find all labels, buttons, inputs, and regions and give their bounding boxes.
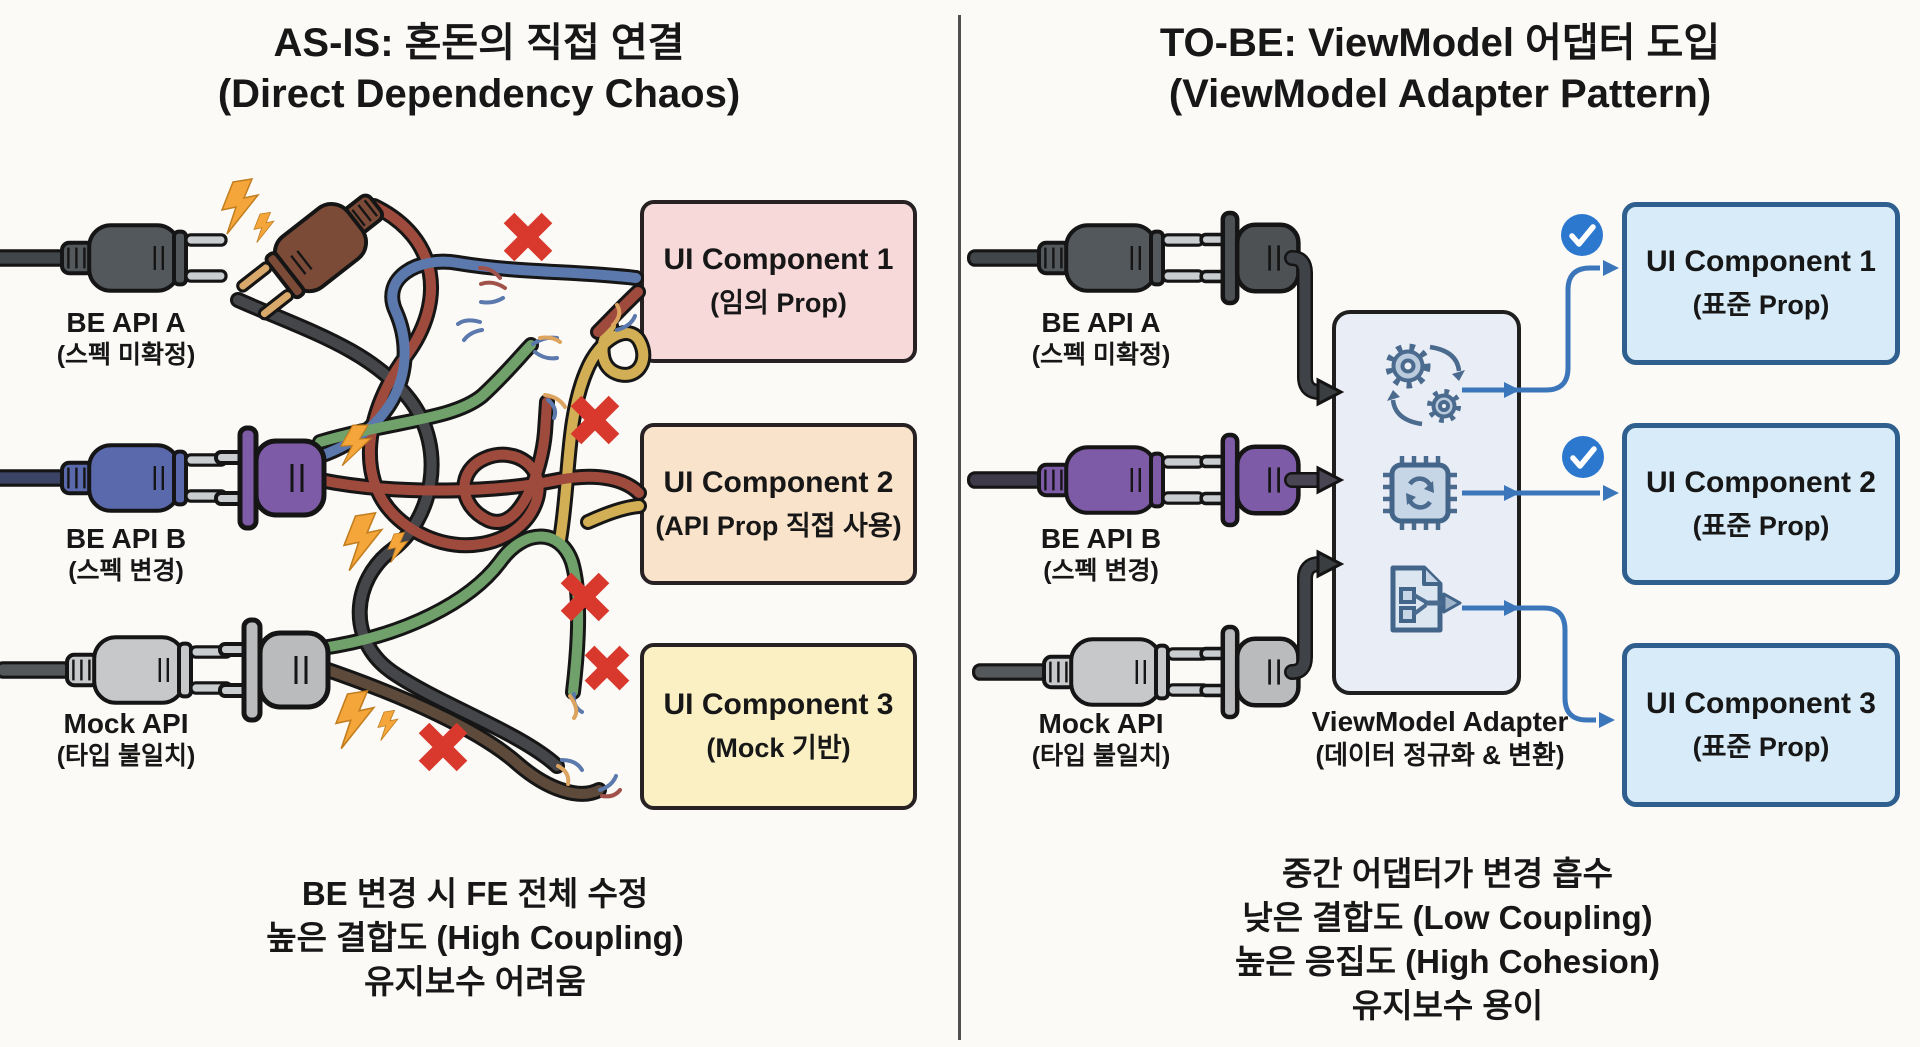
- component-subtitle: (표준 Prop): [1692, 290, 1830, 320]
- caption-line: 유지보수 용이: [1351, 986, 1544, 1024]
- api-name: Mock API: [1038, 708, 1164, 739]
- arrow-icon: [1603, 260, 1619, 276]
- caption-line: 낮은 결합도 (Low Coupling): [1242, 898, 1653, 936]
- socket-icon: [1201, 435, 1298, 525]
- plug-icon-mock-api-right: [974, 627, 1299, 717]
- component-subtitle: (표준 Prop): [1692, 510, 1830, 541]
- component-title: UI Component 2: [1646, 465, 1876, 499]
- adapter-subtitle: (데이터 정규화 & 변환): [1315, 740, 1565, 770]
- panel-divider: [958, 15, 961, 1040]
- component-title: UI Component 2: [663, 465, 894, 499]
- check-icon: [1561, 214, 1603, 256]
- left-ui-component-1: UI Component 1 (임의 Prop): [640, 200, 917, 363]
- left-panel-title: AS-IS: 혼돈의 직접 연결 (Direct Dependency Chao…: [0, 18, 958, 120]
- api-name: BE API B: [1040, 523, 1162, 554]
- right-mock-api-label: Mock API (타입 불일치): [975, 707, 1227, 771]
- right-title-line2: (ViewModel Adapter Pattern): [1168, 72, 1712, 117]
- right-caption: 중간 어댑터가 변경 흡수 낮은 결합도 (Low Coupling) 높은 응…: [1160, 852, 1735, 1028]
- right-ui-component-2: UI Component 2 (표준 Prop): [1622, 423, 1900, 585]
- caption-line: 유지보수 어려움: [364, 962, 586, 1000]
- component-title: UI Component 1: [1646, 245, 1876, 278]
- component-title: UI Component 3: [663, 688, 894, 721]
- caption-line: 높은 결합도 (High Coupling): [266, 918, 684, 956]
- right-api-b-label: BE API B (스펙 변경): [975, 522, 1227, 586]
- api-name: BE API B: [65, 523, 187, 554]
- plug-icon-mock-api-left: [0, 620, 328, 720]
- frayed-wire-ends: [456, 266, 637, 799]
- adapter-title: ViewModel Adapter: [1311, 706, 1569, 737]
- component-title: UI Component 3: [1646, 686, 1876, 720]
- x-icons: [424, 218, 624, 766]
- plug-icon-brown-loose: [228, 177, 398, 330]
- left-caption: BE 변경 시 FE 전체 수정 높은 결합도 (High Coupling) …: [180, 872, 770, 1004]
- left-ui-component-3: UI Component 3 (Mock 기반): [640, 643, 917, 810]
- plug-icon-be-api-b-right: [969, 435, 1299, 525]
- api-note: (타입 불일치): [1031, 741, 1171, 770]
- caption-line: 높은 응집도 (High Cohesion): [1235, 942, 1660, 980]
- lightning-icons: [221, 178, 409, 750]
- viewmodel-adapter-label: ViewModel Adapter (데이터 정규화 & 변환): [1285, 704, 1595, 772]
- caption-line: 중간 어댑터가 변경 흡수: [1281, 855, 1614, 892]
- right-api-a-label: BE API A (스펙 미확정): [975, 306, 1227, 370]
- api-name: Mock API: [63, 708, 189, 739]
- left-ui-component-2: UI Component 2 (API Prop 직접 사용): [640, 423, 917, 585]
- right-ui-component-1: UI Component 1 (표준 Prop): [1622, 202, 1900, 365]
- plug-icon-be-api-b-left: [0, 428, 324, 528]
- api-name: BE API A: [66, 307, 186, 338]
- socket-icon: [216, 428, 324, 528]
- component-subtitle: (Mock 기반): [706, 733, 851, 763]
- component-subtitle: (API Prop 직접 사용): [655, 510, 902, 541]
- arrow-icon: [1603, 485, 1619, 501]
- left-mock-api-label: Mock API (타입 불일치): [0, 707, 252, 771]
- api-note: (스펙 변경): [1043, 556, 1159, 585]
- api-name: BE API A: [1041, 307, 1161, 338]
- component-title: UI Component 1: [663, 243, 894, 276]
- right-ui-component-3: UI Component 3 (표준 Prop): [1622, 643, 1900, 807]
- component-subtitle: (임의 Prop): [710, 288, 847, 318]
- component-subtitle: (표준 Prop): [1692, 731, 1830, 762]
- api-note: (스펙 미확정): [1031, 340, 1171, 369]
- api-note: (타입 불일치): [56, 741, 196, 770]
- left-title-line2: (Direct Dependency Chaos): [217, 72, 741, 117]
- socket-icon: [220, 620, 328, 720]
- plug-icon-be-api-a-right: [969, 213, 1299, 303]
- api-note: (스펙 미확정): [56, 340, 196, 369]
- caption-line: BE 변경 시 FE 전체 수정: [301, 875, 649, 912]
- left-api-a-label: BE API A (스펙 미확정): [0, 306, 252, 370]
- right-title-line1: TO-BE: ViewModel 어댑터 도입: [1159, 21, 1721, 65]
- api-note: (스펙 변경): [68, 556, 184, 585]
- check-icon: [1562, 436, 1604, 478]
- left-api-b-label: BE API B (스펙 변경): [0, 522, 252, 586]
- left-title-line1: AS-IS: 혼돈의 직접 연결: [273, 21, 685, 65]
- socket-icon: [1201, 627, 1298, 717]
- viewmodel-adapter-box: [1332, 310, 1521, 695]
- socket-icon: [1201, 213, 1298, 303]
- right-panel-title: TO-BE: ViewModel 어댑터 도입 (ViewModel Adapt…: [962, 18, 1918, 120]
- arrow-icon: [1599, 712, 1615, 728]
- plug-icon-be-api-a-left: [0, 225, 226, 291]
- wire-tangle: [238, 206, 643, 794]
